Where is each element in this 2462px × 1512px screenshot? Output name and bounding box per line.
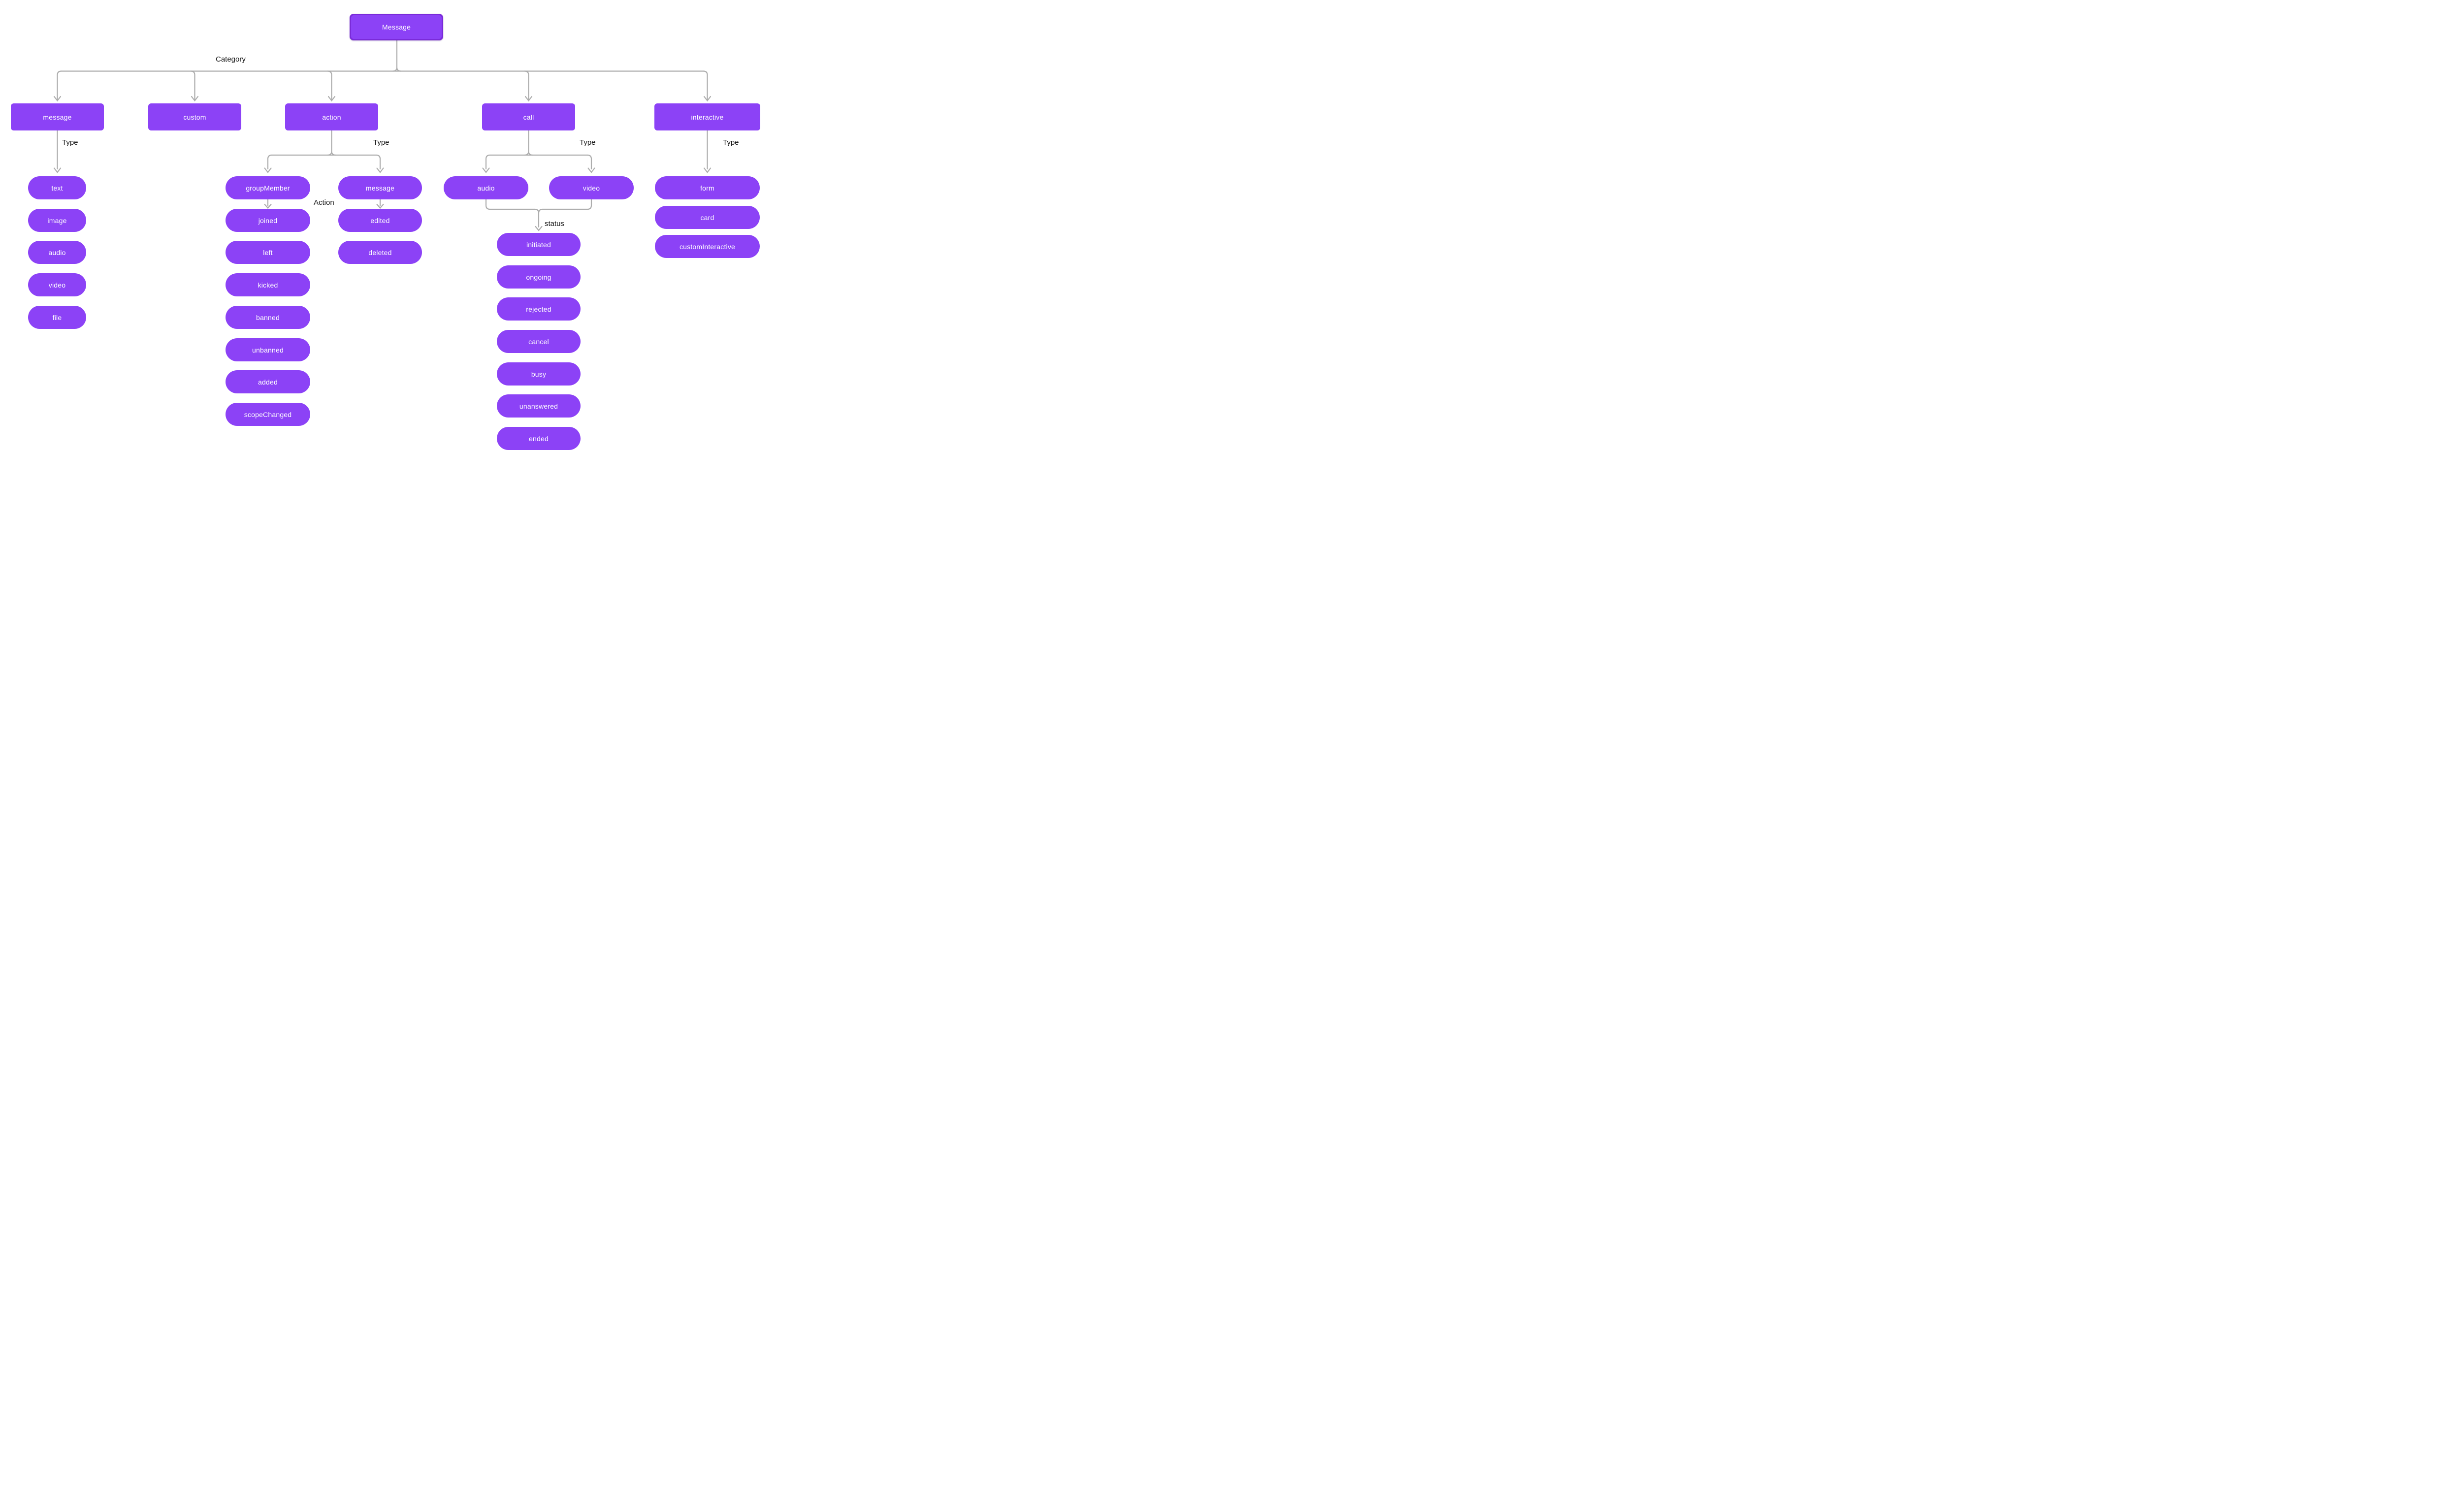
node-category-custom[interactable]: custom xyxy=(148,103,241,130)
node-interactive-form[interactable]: form xyxy=(655,176,760,199)
node-action-left[interactable]: left xyxy=(226,241,310,264)
edge-drop-call xyxy=(524,70,529,101)
edge-action-flare xyxy=(327,150,336,156)
edge-label-action: Action xyxy=(314,198,334,207)
node-category-interactive[interactable]: interactive xyxy=(654,103,760,130)
arrowhead xyxy=(53,96,62,102)
node-status-busy[interactable]: busy xyxy=(497,362,581,386)
node-status-unanswered[interactable]: unanswered xyxy=(497,394,581,418)
edge-label-category: Category xyxy=(216,55,246,64)
edge-drop-message xyxy=(57,70,62,101)
node-action-edited[interactable]: edited xyxy=(338,209,422,232)
node-status-rejected[interactable]: rejected xyxy=(497,297,581,321)
node-category-action[interactable]: action xyxy=(285,103,378,130)
node-status-cancel[interactable]: cancel xyxy=(497,330,581,353)
node-call-audio[interactable]: audio xyxy=(444,176,528,199)
edge-root-flare xyxy=(392,66,402,72)
node-root-message[interactable]: Message xyxy=(350,14,443,40)
node-category-call[interactable]: call xyxy=(482,103,575,130)
edge-label-type-interactive: Type xyxy=(723,138,739,147)
node-type-video[interactable]: video xyxy=(28,273,86,296)
node-type-image[interactable]: image xyxy=(28,209,86,232)
node-action-unbanned[interactable]: unbanned xyxy=(226,338,310,361)
node-action-deleted[interactable]: deleted xyxy=(338,241,422,264)
node-type-audio[interactable]: audio xyxy=(28,241,86,264)
edge-label-type-message: Type xyxy=(62,138,78,147)
node-action-message[interactable]: message xyxy=(338,176,422,199)
edge-label-type-action: Type xyxy=(373,138,389,147)
arrowhead xyxy=(703,167,712,173)
edge-call-left-drop xyxy=(485,154,491,170)
node-action-banned[interactable]: banned xyxy=(226,306,310,329)
edge-drop-interactive xyxy=(703,70,708,101)
edge-drop-action xyxy=(327,70,332,101)
node-status-initiated[interactable]: initiated xyxy=(497,233,581,256)
arrowhead xyxy=(376,167,384,173)
node-type-file[interactable]: file xyxy=(28,306,86,329)
arrowhead xyxy=(53,167,62,173)
node-type-text[interactable]: text xyxy=(28,176,86,199)
node-action-scopechanged[interactable]: scopeChanged xyxy=(226,403,310,426)
arrowhead xyxy=(535,225,543,231)
node-interactive-card[interactable]: card xyxy=(655,206,760,229)
arrowhead xyxy=(524,96,533,102)
arrowhead xyxy=(703,96,712,102)
arrowhead xyxy=(376,203,384,209)
diagram-canvas: Category Type Type Type Type Action stat… xyxy=(0,0,772,464)
arrowhead xyxy=(587,167,595,173)
arrowhead xyxy=(482,167,490,173)
node-action-joined[interactable]: joined xyxy=(226,209,310,232)
arrowhead xyxy=(327,96,336,102)
node-interactive-custominteractive[interactable]: customInteractive xyxy=(655,235,760,258)
node-action-added[interactable]: added xyxy=(226,370,310,393)
arrowhead xyxy=(264,203,272,209)
edge-video-merge xyxy=(542,198,592,210)
arrowhead xyxy=(191,96,199,102)
edge-label-status: status xyxy=(545,220,565,228)
edge-drop-custom xyxy=(190,70,195,101)
connector-lines xyxy=(53,39,712,231)
edge-label-type-call: Type xyxy=(580,138,596,147)
arrowhead xyxy=(264,167,272,173)
node-status-ongoing[interactable]: ongoing xyxy=(497,265,581,289)
node-action-kicked[interactable]: kicked xyxy=(226,273,310,296)
edge-action-left-drop xyxy=(267,154,273,170)
edge-call-right-drop xyxy=(586,154,592,170)
node-action-groupmember[interactable]: groupMember xyxy=(226,176,310,199)
node-call-video[interactable]: video xyxy=(549,176,634,199)
edge-audio-merge xyxy=(485,198,536,210)
node-category-message[interactable]: message xyxy=(11,103,104,130)
edge-merge-funnel xyxy=(534,208,544,214)
edge-call-flare xyxy=(524,150,533,156)
node-status-ended[interactable]: ended xyxy=(497,427,581,450)
edge-action-right-drop xyxy=(375,154,381,170)
